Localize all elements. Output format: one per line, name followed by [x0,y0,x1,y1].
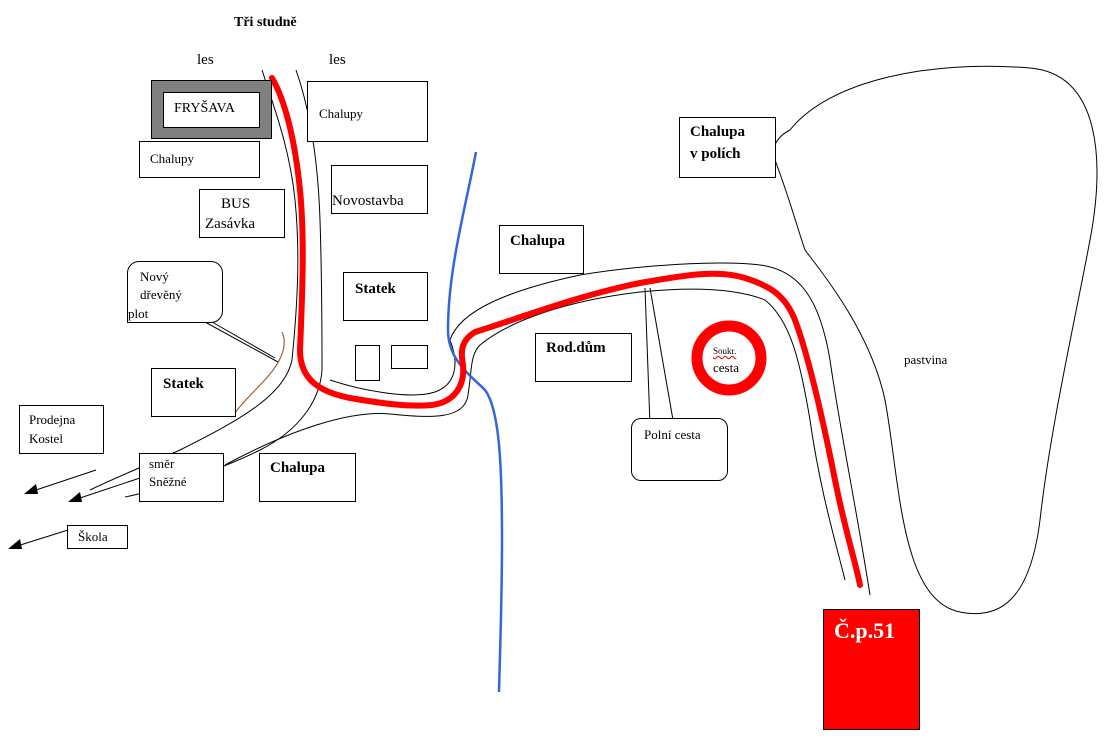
bus-label: BUS [221,196,251,212]
destination-label: Č.p.51 [834,618,896,643]
fence-callout-line-1 [204,321,279,363]
church-label: Kostel [29,431,63,446]
private-path-ring [691,320,767,396]
chalupy-box-left: Chalupy [139,141,260,178]
shop-church-box: Prodejna Kostel [19,405,104,454]
arrow-smer-head [68,492,82,502]
chalupy-label-right: Chalupy [319,106,364,121]
fence-label-3: plot [128,306,149,321]
chalupa-fields-box: Chalupa v polích [679,117,776,178]
statek-label-left: Statek [163,376,204,392]
bus-stop-box: BUS Zasávka [199,189,285,238]
arrow-prodejna [29,469,97,493]
small-building-2 [391,345,428,369]
chalupa-box-bottom: Chalupa [259,453,356,502]
field-path-label: Polní cesta [644,427,701,442]
stream-line [446,151,504,693]
novostavba-label: Novostavba [332,193,404,209]
fence-callout-line-2 [211,321,276,359]
chalupa-fields-label-2: v polích [690,146,741,162]
family-house-box: Rod.dům [535,333,632,382]
forest-label-left: les [197,52,214,68]
arrow-skola [13,529,69,548]
family-house-label: Rod.dům [546,340,606,356]
direction-label-2: Sněžné [149,474,187,489]
chalupy-label-left: Chalupy [150,151,195,166]
fence-label-1: Nový [140,269,169,284]
arrow-skola-head [8,539,22,549]
map-title: Tři studně [234,15,297,30]
statek-box-left: Statek [151,368,236,417]
private-path-label-1: Soukr. [713,346,737,356]
pasture-label: pastvina [904,352,948,367]
road-edge-center-bottom [224,288,846,581]
chalupa-label-middle: Chalupa [510,233,566,249]
route-line [269,75,863,588]
forest-label-right: les [329,52,346,68]
field-path-line-2 [649,287,674,421]
chalupa-fields-label-1: Chalupa [690,124,746,140]
destination-house: Č.p.51 [823,609,920,730]
small-building-1 [355,345,380,381]
direction-label-1: směr [149,456,175,471]
bus-stop-label: Zasávka [205,216,255,232]
chalupy-box-right: Chalupy [307,81,428,142]
road-edge-center-top [329,262,871,596]
direction-snezne-box: směr Sněžné [139,453,224,502]
frysava-box: FRYŠAVA [163,92,260,128]
arrow-smer [73,477,141,501]
pasture-outline [773,65,1098,615]
school-label: Škola [78,529,108,544]
chalupa-label-bottom: Chalupa [270,460,326,476]
arrow-prodejna-head [24,484,38,494]
school-box: Škola [67,525,128,549]
shop-label: Prodejna [29,412,76,427]
private-path-label-2: cesta [713,360,739,375]
novostavba-box: Novostavba [331,165,428,214]
fence-line [235,331,285,413]
chalupa-box-middle: Chalupa [499,225,584,274]
fence-callout: Nový dřevěný plot [127,261,223,323]
frysava-label: FRYŠAVA [174,101,235,116]
statek-label-top: Statek [355,281,396,297]
statek-box-top: Statek [343,272,428,321]
fence-label-2: dřevěný [140,287,182,302]
field-path-line-1 [644,287,651,426]
field-path-callout: Polní cesta [631,418,728,481]
